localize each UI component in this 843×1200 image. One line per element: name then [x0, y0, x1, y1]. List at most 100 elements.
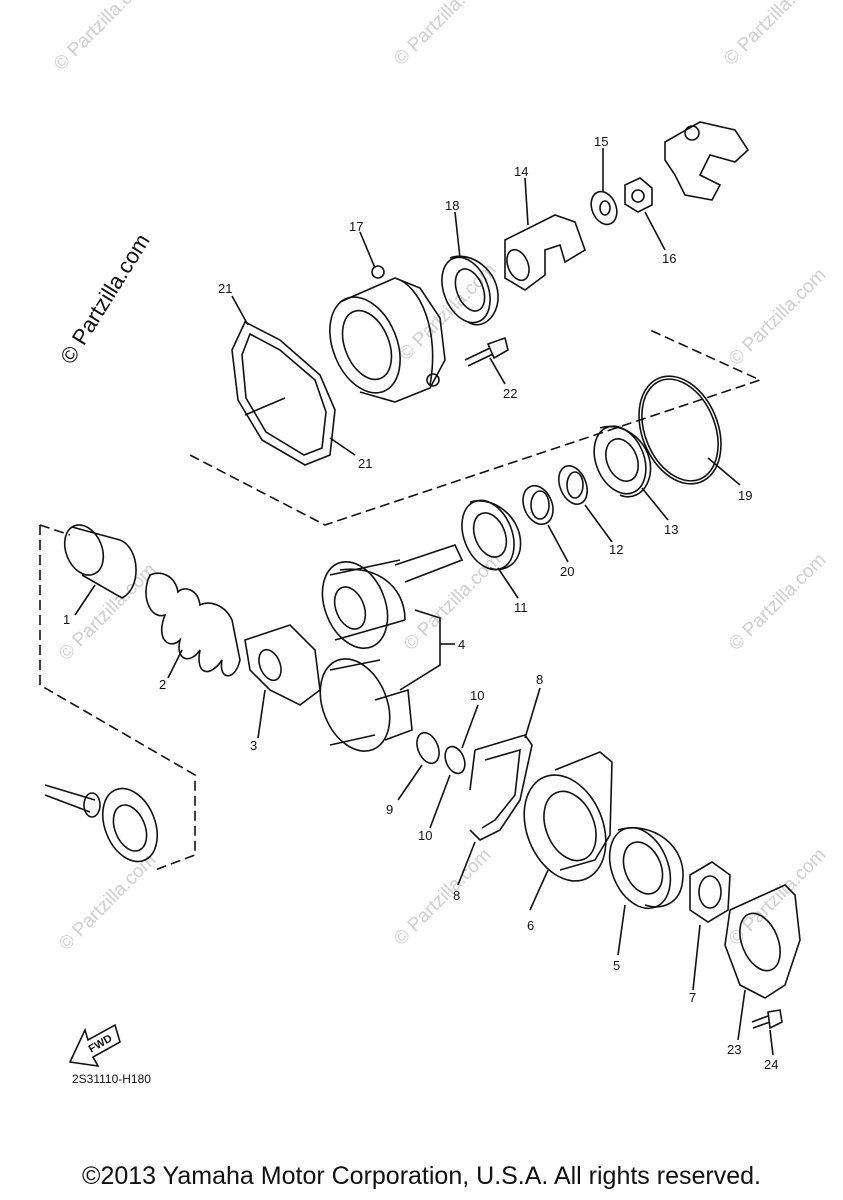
part-18-seal-outer	[441, 256, 491, 324]
callout-21-bottom: 21	[358, 456, 373, 471]
leader-9	[397, 764, 423, 801]
leader-21-bottom	[329, 437, 356, 456]
part-11-bearing-inner	[472, 512, 508, 558]
leader-8-bottom	[457, 841, 476, 886]
leader-22	[489, 357, 506, 385]
part-17-housing-body	[339, 277, 446, 403]
callout-16: 16	[662, 251, 677, 266]
part-21-gasket-inner	[241, 332, 327, 456]
part-20-ring	[522, 484, 554, 526]
fwd-arrow	[68, 1023, 121, 1068]
callout-6: 6	[527, 918, 535, 933]
part-4-pinion-teeth	[329, 559, 406, 641]
callout-20: 20	[560, 564, 575, 579]
callout-9: 9	[386, 802, 394, 817]
callout-24: 24	[764, 1057, 779, 1072]
part-1-sleeve-front	[63, 524, 105, 576]
part-16-nut-hole	[631, 189, 645, 203]
part-5-bearing-side	[617, 827, 684, 908]
callout-17: 17	[349, 219, 364, 234]
leader-21-top	[231, 295, 249, 326]
callout-11: 11	[514, 600, 528, 615]
leader-20	[547, 524, 569, 563]
callout-2: 2	[159, 677, 167, 692]
part-11-bearing-outer	[461, 499, 515, 571]
callout-8-top: 8	[536, 672, 544, 687]
callout-14: 14	[514, 164, 529, 179]
part-13-bearing-side	[599, 425, 652, 498]
part-7-nut-hole	[698, 875, 722, 909]
part-5-bearing-inner	[622, 841, 664, 895]
leader-10-bottom	[429, 774, 451, 829]
leader-19	[707, 457, 741, 486]
part-3-cam	[244, 624, 321, 706]
leader-21-axis	[244, 397, 286, 416]
callout-4: 4	[458, 637, 466, 652]
part-14-yoke-spline	[506, 248, 530, 282]
part-6-housing-flange	[554, 751, 613, 871]
part-13-bearing-outer	[593, 425, 647, 495]
drive-shaft-stub	[44, 784, 96, 813]
part-12-race	[558, 465, 588, 505]
part-22-bolt	[464, 336, 509, 367]
part-18-seal-side	[449, 255, 499, 326]
leader-8-top	[524, 687, 541, 739]
part-3-cam-bore	[258, 648, 282, 682]
part-23-cover	[724, 884, 801, 999]
callout-21-top: 21	[218, 281, 233, 296]
drive-shaft-bearing	[101, 787, 159, 863]
part-23-cover-inner	[739, 912, 781, 972]
universal-joint	[664, 121, 750, 201]
part-4-ring-gear-teeth	[329, 659, 381, 746]
drive-shaft-bearing-inner	[112, 804, 148, 852]
part-14-yoke	[504, 214, 586, 291]
part-16-nut	[624, 177, 653, 213]
callout-19: 19	[738, 488, 753, 503]
part-4-pinion-hub	[333, 586, 367, 630]
callout-13: 13	[664, 522, 679, 537]
copyright-footer: ©2013 Yamaha Motor Corporation, U.S.A. A…	[82, 1162, 761, 1190]
part-4-pinion-shaft	[394, 544, 464, 583]
leader-5	[617, 904, 626, 956]
leader-17	[359, 231, 376, 269]
leader-23	[737, 989, 746, 1041]
part-17-flange-hole-top	[371, 265, 385, 279]
callout-7: 7	[689, 990, 697, 1005]
part-21-gasket	[231, 320, 336, 466]
callout-22: 22	[503, 386, 518, 401]
part-8-shim	[469, 734, 533, 841]
part-6-housing	[523, 774, 607, 882]
leader-10-top	[461, 704, 479, 749]
drive-shaft-collar	[83, 792, 101, 818]
leader-7	[692, 924, 701, 991]
part-8-shim-back	[481, 748, 521, 829]
part-17-flange-hole-bottom	[426, 373, 440, 387]
callout-10-top: 10	[470, 688, 485, 703]
part-19-o-ring	[638, 375, 722, 485]
leader-18	[454, 211, 461, 259]
leader-11	[497, 567, 519, 599]
callout-12: 12	[609, 542, 624, 557]
callout-8-bottom: 8	[453, 888, 461, 903]
group-outline-upper	[189, 329, 763, 526]
part-17-housing-front	[329, 296, 401, 394]
leader-13	[641, 487, 669, 521]
part-11-bearing-side	[469, 500, 522, 571]
part-7-nut	[689, 861, 731, 923]
part-4-ring-gear	[319, 658, 391, 752]
part-10-clip	[444, 745, 466, 775]
part-15-washer-hole	[599, 200, 611, 216]
part-2-spring	[145, 572, 241, 677]
part-24-bolt	[751, 1009, 783, 1030]
callout-3: 3	[250, 738, 258, 753]
callout-10-bottom: 10	[418, 828, 433, 843]
callout-15: 15	[594, 134, 609, 149]
leader-6	[529, 869, 549, 911]
callout-23: 23	[727, 1042, 742, 1057]
part-18-seal-inner	[454, 268, 486, 312]
leader-12	[584, 504, 613, 543]
leader-16	[644, 211, 666, 251]
callout-18: 18	[445, 198, 460, 213]
group-outline-left	[39, 525, 196, 871]
